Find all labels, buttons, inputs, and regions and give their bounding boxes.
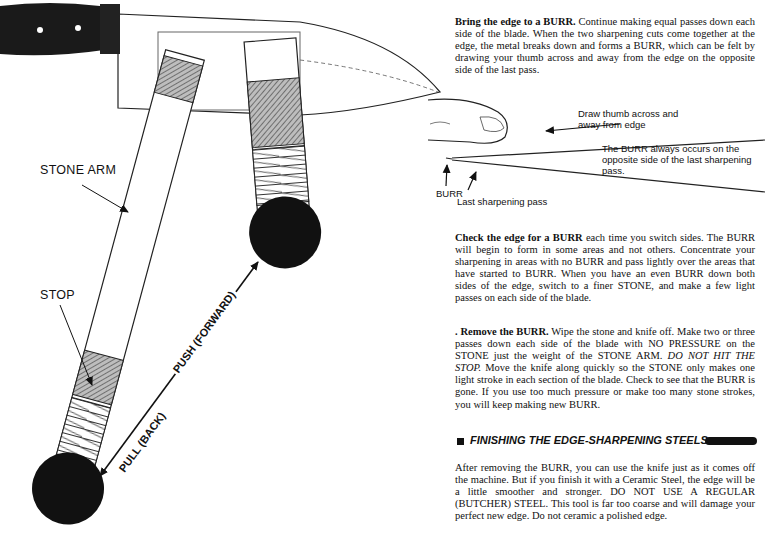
heading-bar bbox=[705, 437, 757, 445]
paragraph: After removing the BURR, you can use the… bbox=[455, 462, 755, 522]
stone-arm-left bbox=[24, 46, 220, 533]
lead-in: Bring the edge to a BURR. bbox=[455, 16, 576, 27]
lead-in: Check the edge for a BURR bbox=[455, 232, 583, 243]
motion-label: PUSH (FORWARD) bbox=[169, 287, 238, 376]
part-label: STONE ARM bbox=[40, 163, 116, 177]
motion-arrow bbox=[100, 262, 258, 476]
section-heading: FINISHING THE EDGE-SHARPENING STEELS bbox=[470, 434, 708, 446]
body-text: Move the knife along quickly so the STON… bbox=[455, 362, 755, 409]
burr-detail bbox=[428, 99, 765, 192]
callout-text: Draw thumb across and away from edge bbox=[578, 108, 698, 130]
callout-text: The BURR always occurs on the opposite s… bbox=[602, 143, 762, 176]
paragraph: Check the edge for a BURR each time you … bbox=[455, 232, 755, 305]
paragraph: Bring the edge to a BURR. Continue makin… bbox=[455, 16, 755, 76]
callout-text: Last sharpening pass bbox=[457, 196, 547, 207]
leader-line bbox=[60, 305, 92, 385]
stone-arm-right bbox=[234, 37, 324, 271]
lead-in: . Remove the BURR. bbox=[455, 326, 549, 337]
paragraph: . Remove the BURR. Wipe the stone and kn… bbox=[455, 326, 755, 411]
heading-bullet bbox=[457, 438, 464, 445]
leader-line bbox=[82, 185, 128, 212]
knife bbox=[0, 3, 440, 115]
part-label: STOP bbox=[40, 288, 75, 302]
